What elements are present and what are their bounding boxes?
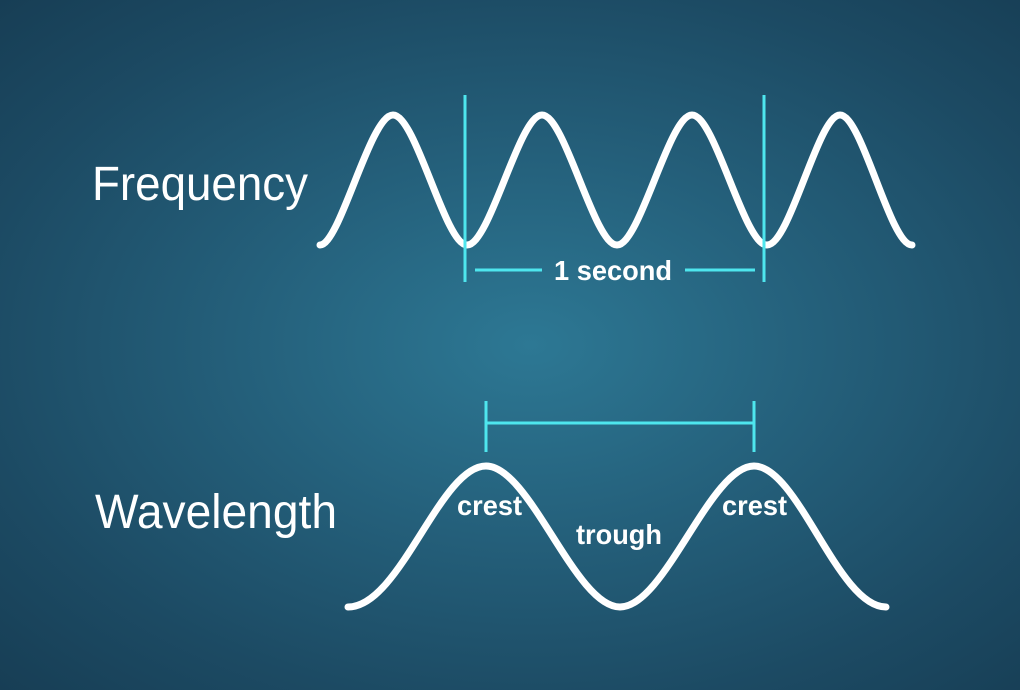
wavelength-wave <box>344 462 890 611</box>
frequency-wave <box>316 111 916 249</box>
crest-right-label: crest <box>722 490 787 521</box>
frequency-section: Frequency 1 second <box>92 95 916 286</box>
frequency-title: Frequency <box>92 158 308 211</box>
wavelength-title: Wavelength <box>95 486 337 539</box>
frequency-interval-label: 1 second <box>554 255 672 286</box>
trough-label: trough <box>576 519 662 550</box>
crest-left-label: crest <box>457 490 522 521</box>
wavelength-section: Wavelength crest trough crest <box>95 401 890 611</box>
